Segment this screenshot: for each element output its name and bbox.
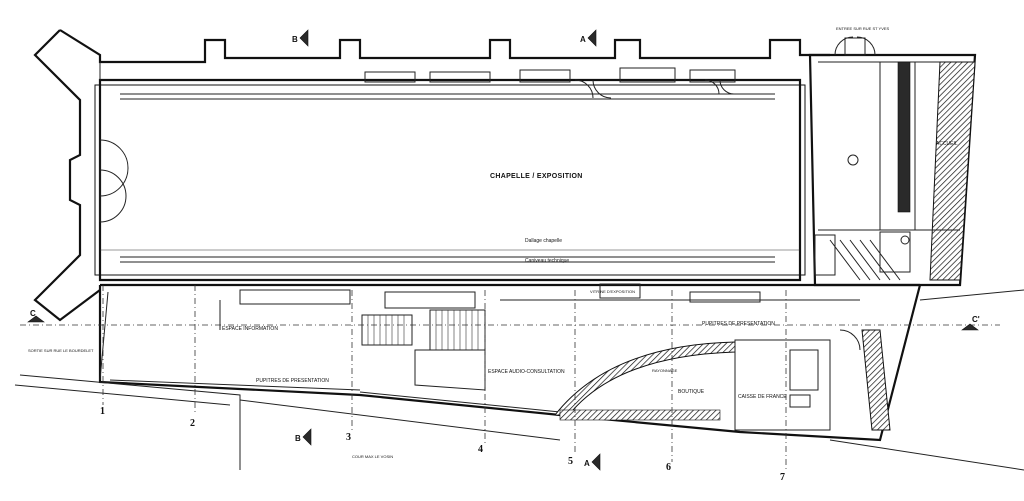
axis-label-3: 3 bbox=[346, 432, 351, 443]
axis-label-4: 4 bbox=[478, 444, 483, 455]
section-marker-right-c bbox=[961, 323, 979, 331]
axis-label-7: 7 bbox=[780, 472, 785, 483]
section-marker-bottom-a bbox=[591, 453, 601, 471]
exit-label: SORTIE SUR RUE LE BOURDELET bbox=[28, 348, 94, 353]
section-label-b-bottom: B bbox=[295, 434, 301, 443]
axis-label-6: 6 bbox=[666, 462, 671, 473]
entrance-hall bbox=[808, 36, 977, 287]
courtyard-label: COUR MAX LE VOSIN bbox=[352, 454, 393, 459]
chapel-walls bbox=[33, 29, 830, 322]
channel-label: Caniveau technique bbox=[525, 258, 569, 264]
axis-label-5: 5 bbox=[568, 456, 573, 467]
section-label-a-top: A bbox=[580, 35, 586, 44]
section-marker-top-a bbox=[587, 29, 597, 47]
street-lines bbox=[14, 289, 1024, 471]
shop-curved-wall bbox=[554, 341, 736, 417]
display-stand-label: PUPITRES DE PRESENTATION bbox=[256, 378, 329, 384]
audio-space-label: ESPACE AUDIO-CONSULTATION bbox=[488, 369, 565, 375]
grid-axes bbox=[102, 285, 787, 470]
axis-label-2: 2 bbox=[190, 418, 195, 429]
cash-desk-label: CAISSE DE FRANCE bbox=[738, 394, 787, 400]
shelving-label: RAYONNAGE bbox=[652, 368, 678, 373]
section-label-b-top: B bbox=[292, 35, 298, 44]
entry-label: ENTREE SUR RUE ST YVES bbox=[836, 26, 890, 31]
staircase bbox=[361, 309, 486, 391]
access-label: ACCUEIL bbox=[936, 141, 958, 147]
section-marker-bottom-b bbox=[302, 428, 312, 446]
floor-label: Dallage chapelle bbox=[525, 238, 562, 244]
section-marker-top-b bbox=[299, 29, 309, 47]
showcase-label: VITRINE D'EXPOSITION bbox=[590, 289, 635, 294]
south-aisle bbox=[98, 283, 922, 442]
shop-label: BOUTIQUE bbox=[678, 389, 705, 395]
axis-label-1: 1 bbox=[100, 406, 105, 417]
section-label-c-right: C' bbox=[972, 315, 980, 324]
chapel-label: CHAPELLE / EXPOSITION bbox=[490, 173, 583, 180]
section-label-c-left: C bbox=[30, 309, 36, 318]
section-marker-left-c bbox=[27, 315, 45, 323]
display-stand-label-2: PUPITRES DE PRESENTATION bbox=[702, 321, 775, 327]
info-space-label: ESPACE INFORMATION bbox=[222, 326, 278, 332]
section-label-a-bottom: A bbox=[584, 459, 590, 468]
